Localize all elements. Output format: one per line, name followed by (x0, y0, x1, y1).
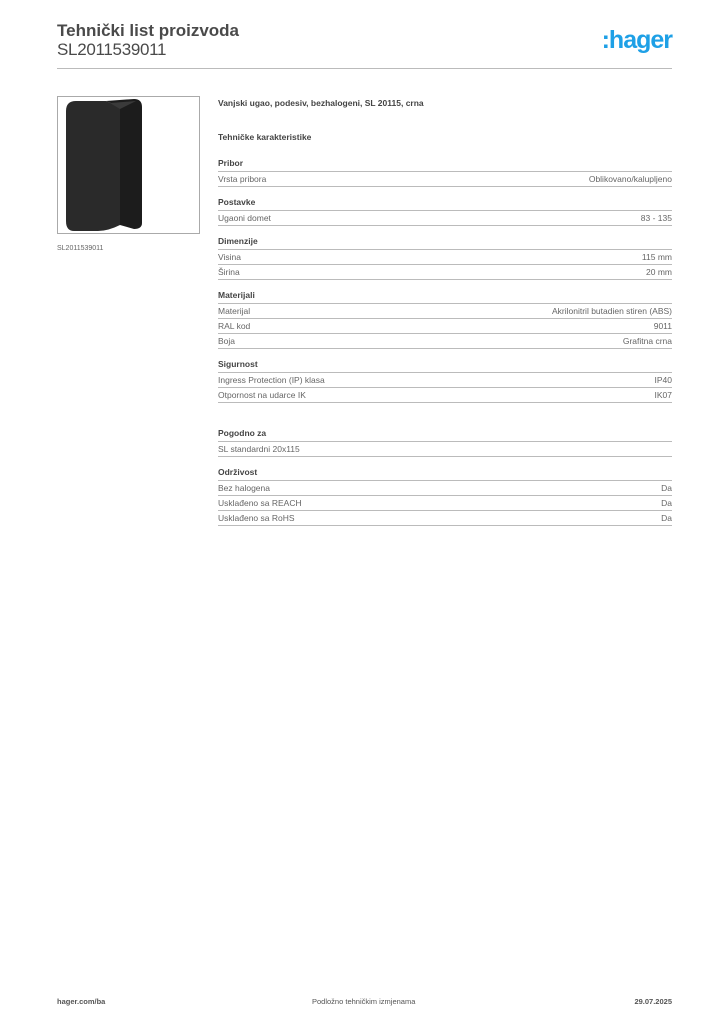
spec-value: IK07 (654, 390, 673, 400)
spec-value: Da (661, 513, 672, 523)
spec-row: SL standardni 20x115 (218, 442, 672, 457)
footer-note: Podložno tehničkim izmjenama (312, 997, 416, 1006)
footer-date: 29.07.2025 (634, 997, 672, 1006)
spec-label: Ugaoni domet (218, 213, 271, 223)
page-title: Tehnički list proizvoda (57, 21, 239, 40)
spec-section-title: Postavke (218, 196, 672, 211)
spec-value: Oblikovano/kalupljeno (588, 174, 672, 184)
spec-row: Ugaoni domet 83 - 135 (218, 211, 672, 226)
spec-section-title: Pogodno za (218, 427, 672, 442)
specs: Vanjski ugao, podesiv, bezhalogeni, SL 2… (218, 96, 672, 526)
spec-value: 115 mm (641, 252, 672, 262)
product-code: SL2011539011 (57, 40, 167, 59)
spec-label: Visina (218, 252, 241, 262)
spec-value: Da (661, 498, 672, 508)
spec-row: Bez halogena Da (218, 481, 672, 496)
spec-row: Širina 20 mm (218, 265, 672, 280)
section-heading: Tehničke karakteristike (218, 132, 312, 142)
spec-section-title: Sigurnost (218, 358, 672, 373)
spec-label: Otpornost na udarce IK (218, 390, 306, 400)
spec-value: 20 mm (646, 267, 672, 277)
spec-value: 83 - 135 (640, 213, 672, 223)
spec-label: SL standardni 20x115 (218, 444, 300, 454)
product-image (57, 96, 200, 234)
spec-row: RAL kod 9011 (218, 319, 672, 334)
spec-row: Otpornost na udarce IK IK07 (218, 388, 672, 403)
spec-section-title: Pribor (218, 157, 672, 172)
spec-value: Da (661, 483, 672, 493)
spec-row: Visina 115 mm (218, 250, 672, 265)
spec-value: Akrilonitril butadien stiren (ABS) (552, 306, 672, 316)
spec-label: Bez halogena (218, 483, 270, 493)
spec-section-title: Održivost (218, 466, 672, 481)
spec-label: Usklađeno sa RoHS (218, 513, 295, 523)
spec-row: Materijal Akrilonitril butadien stiren (A… (218, 304, 672, 319)
divider (57, 68, 672, 69)
spec-row: Vrsta pribora Oblikovano/kalupljeno (218, 172, 672, 187)
spec-value: Grafitna crna (622, 336, 672, 346)
spec-label: Materijal (218, 306, 251, 316)
spec-section-title: Materijali (218, 289, 672, 304)
spec-section: Pogodno za SL standardni 20x115 (218, 427, 672, 457)
spec-value: 9011 (653, 321, 672, 331)
spec-row: Boja Grafitna crna (218, 334, 672, 349)
spec-row: Ingress Protection (IP) klasa IP40 (218, 373, 672, 388)
spec-label: RAL kod (218, 321, 251, 331)
spec-row: Usklađeno sa RoHS Da (218, 511, 672, 526)
product-name: Vanjski ugao, podesiv, bezhalogeni, SL 2… (218, 98, 424, 108)
spec-row: Usklađeno sa REACH Da (218, 496, 672, 511)
spec-label: Ingress Protection (IP) klasa (218, 375, 325, 385)
image-caption: SL2011539011 (57, 245, 104, 252)
footer-website: hager.com/ba (57, 997, 106, 1006)
spec-label: Boja (218, 336, 236, 346)
spec-label: Vrsta pribora (218, 174, 267, 184)
hager-logo: :hager (601, 26, 673, 54)
spec-label: Širina (218, 267, 240, 277)
spec-label: Usklađeno sa REACH (218, 498, 302, 508)
spec-value: IP40 (654, 375, 673, 385)
spec-section-title: Dimenzije (218, 235, 672, 250)
